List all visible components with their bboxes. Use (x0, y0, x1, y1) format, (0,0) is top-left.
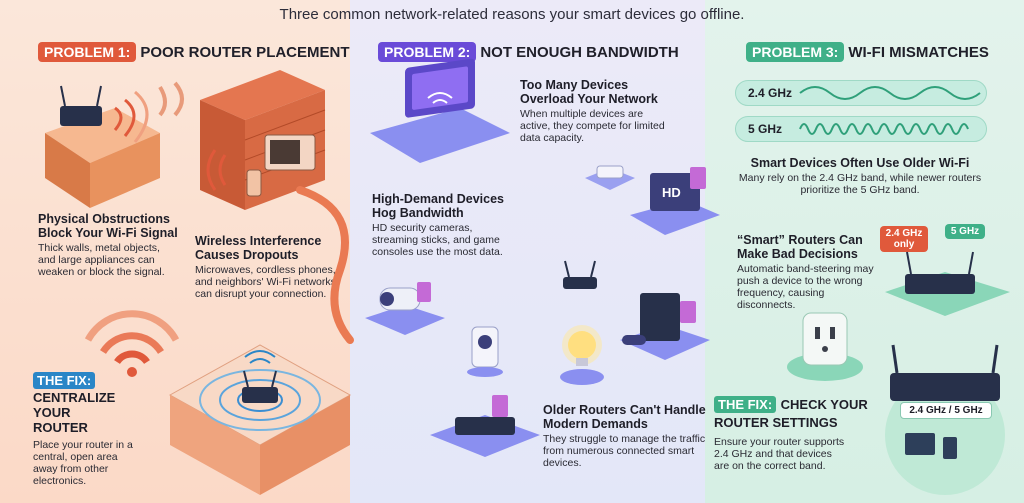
older-heading: Older Routers Can't Handle Modern Demand… (543, 403, 706, 431)
band-24-wave-pill (735, 80, 987, 106)
older-block: Older Routers Can't Handle Modern Demand… (543, 403, 708, 469)
monitor-illustration (370, 58, 510, 163)
smart-bulb-illustration (560, 325, 604, 385)
signal-waves-icon (158, 81, 184, 117)
problem1-header: PROBLEM 1:POOR ROUTER PLACEMENT (38, 42, 350, 62)
highdemand-heading: High-Demand Devices Hog Bandwidth (372, 192, 504, 220)
fix1-text: Place your router in a central, open are… (33, 439, 133, 487)
band-5-wave-icon (799, 123, 969, 135)
obstructions-heading: Physical Obstructions Block Your Wi-Fi S… (38, 212, 178, 240)
band-24-label: 2.4 GHz (748, 86, 793, 100)
smart-plug-illustration (787, 312, 863, 381)
security-camera-illustration (365, 282, 445, 335)
interference-text: Microwaves, cordless phones, and neighbo… (195, 264, 336, 300)
chip-24-only: 2.4 GHz only (880, 226, 928, 252)
smart-router-block: “Smart” Routers Can Make Bad Decisions A… (737, 233, 877, 311)
game-console-illustration (620, 293, 710, 360)
problem2-tag: PROBLEM 2: (378, 42, 477, 62)
connector-line (296, 186, 354, 344)
problem2-title: NOT ENOUGH BANDWIDTH (480, 44, 679, 61)
fix1-block: THE FIX: CENTRALIZE YOUR ROUTER Place yo… (33, 372, 163, 487)
highdemand-block: High-Demand Devices Hog Bandwidth HD sec… (372, 192, 517, 258)
problem3-title: WI-FI MISMATCHES (848, 44, 989, 61)
fix1-heading: CENTRALIZE YOUR ROUTER (33, 390, 116, 435)
overload-heading: Too Many Devices Overload Your Network (520, 78, 658, 106)
fix1-label: THE FIX: (33, 372, 96, 389)
fix3-block: THE FIX: CHECK YOUR ROUTER SETTINGS Ensu… (714, 396, 874, 472)
hd-tv-illustration: HD (630, 167, 720, 235)
olderwifi-block: Smart Devices Often Use Older Wi-Fi Many… (730, 156, 990, 196)
smart-speaker-illustration (467, 326, 503, 377)
highdemand-text: HD security cameras, streaming sticks, a… (372, 222, 503, 258)
overload-block: Too Many Devices Overload Your Network W… (520, 78, 670, 144)
brick-wall-illustration (200, 70, 326, 210)
dual-band-router-illustration (885, 344, 1005, 495)
problem3-tag: PROBLEM 3: (746, 42, 845, 62)
chip-5ghz: 5 GHz (945, 224, 985, 239)
olderwifi-heading: Smart Devices Often Use Older Wi-Fi (750, 156, 970, 170)
smart-router-illustration (885, 251, 1010, 316)
overload-text: When multiple devices are active, they c… (520, 108, 665, 144)
dual-band-label: 2.4 GHz / 5 GHz (900, 402, 992, 419)
problem2-header: PROBLEM 2:NOT ENOUGH BANDWIDTH (378, 42, 679, 62)
band-5-label: 5 GHz (748, 122, 783, 136)
problem3-header: PROBLEM 3:WI-FI MISMATCHES (746, 42, 989, 62)
band-24-wave-icon (799, 86, 981, 100)
old-router-illustration (430, 395, 540, 457)
fix3-label: THE FIX: (714, 396, 777, 413)
page-subtitle: Three common network-related reasons you… (279, 6, 745, 23)
wifi-icon (84, 310, 180, 377)
router-icon (563, 260, 597, 289)
older-text: They struggle to manage the traffic from… (543, 433, 706, 469)
problem1-title: POOR ROUTER PLACEMENT (140, 44, 350, 61)
olderwifi-text: Many rely on the 2.4 GHz band, while new… (738, 172, 982, 196)
interference-block: Wireless Interference Causes Dropouts Mi… (195, 234, 345, 300)
obstructions-text: Thick walls, metal objects, and large ap… (38, 242, 165, 278)
smart-hub-icon (585, 165, 635, 190)
problem1-tag: PROBLEM 1: (38, 42, 137, 62)
obstructions-block: Physical Obstructions Block Your Wi-Fi S… (38, 212, 178, 278)
fix3-heading: CHECK YOUR ROUTER SETTINGS (714, 397, 868, 430)
router-room-illustration (45, 85, 160, 208)
interference-heading: Wireless Interference Causes Dropouts (195, 234, 322, 262)
smart-router-heading: “Smart” Routers Can Make Bad Decisions (737, 233, 863, 261)
fix3-text: Ensure your router supports 2.4 GHz and … (714, 436, 845, 472)
hd-label: HD (662, 185, 681, 200)
central-router-room-illustration (168, 344, 352, 495)
smart-router-text: Automatic band-steering may push a devic… (737, 263, 874, 311)
